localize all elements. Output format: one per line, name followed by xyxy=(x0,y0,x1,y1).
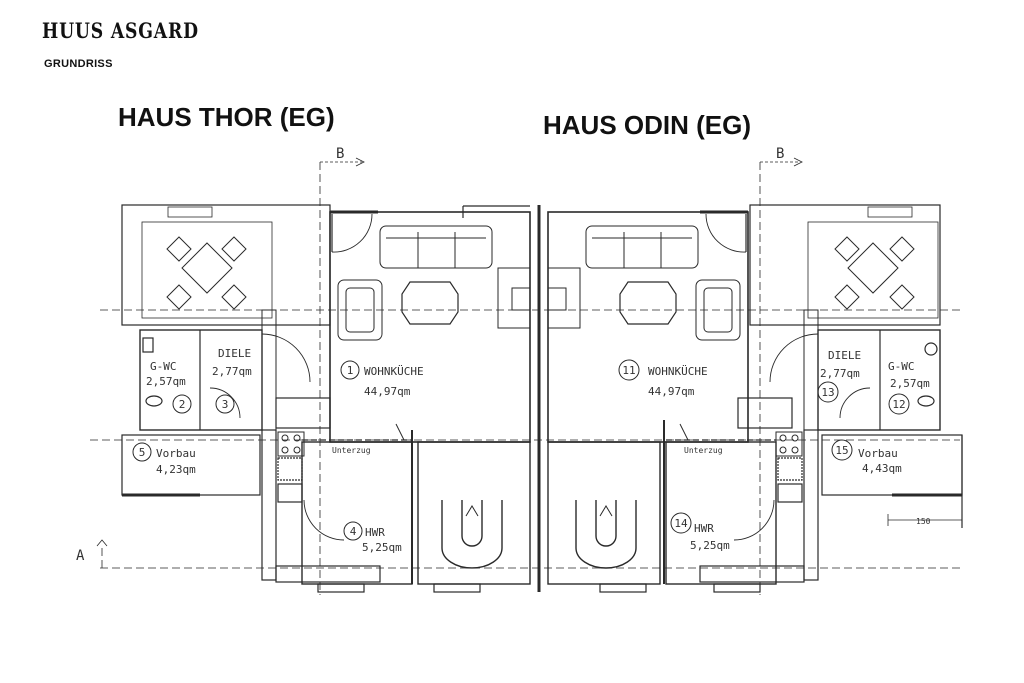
stair-icon xyxy=(575,500,637,569)
counter xyxy=(737,397,793,429)
room-name: DIELE xyxy=(828,349,861,362)
window xyxy=(167,206,213,218)
room-number: 4 xyxy=(350,525,357,538)
armchair-icon xyxy=(547,267,581,329)
stair-area xyxy=(417,441,531,585)
room-number-circle xyxy=(831,439,853,461)
section-mark-b: B xyxy=(336,146,344,162)
terrace-outline xyxy=(749,204,941,326)
room-name: HWR xyxy=(365,526,385,539)
wohnkueche-walls xyxy=(547,211,749,443)
dining-table-icon xyxy=(834,236,915,310)
room-area: 2,77qm xyxy=(820,367,860,380)
room-number-circle xyxy=(215,394,235,414)
door-swing xyxy=(261,333,311,383)
room-number-circle xyxy=(888,393,910,415)
room-name: Vorbau xyxy=(858,447,898,460)
room-number-circle xyxy=(817,381,839,403)
room-area: 5,25qm xyxy=(690,539,730,552)
room-number: 14 xyxy=(674,517,688,530)
room-number: 13 xyxy=(821,386,834,399)
coffee-table-icon xyxy=(619,281,677,325)
armchair-icon xyxy=(497,267,531,329)
room-area: 2,77qm xyxy=(212,365,252,378)
room-number: 11 xyxy=(622,364,635,377)
room-name: HWR xyxy=(694,522,714,535)
section-mark-b: B xyxy=(776,146,784,162)
room-number: 2 xyxy=(179,398,186,411)
haus-odin-title: HAUS ODIN (EG) xyxy=(543,110,751,140)
room-area: 5,25qm xyxy=(362,541,402,554)
window xyxy=(867,206,913,218)
room-number: 5 xyxy=(139,446,146,459)
brand-logo: HUUS ASGARD xyxy=(42,18,199,43)
terrace-outline xyxy=(121,204,331,326)
room-number-circle xyxy=(343,521,363,541)
room-number-circle xyxy=(172,394,192,414)
door-swing xyxy=(769,333,819,383)
stair-area xyxy=(547,441,661,585)
room-name: WOHNKÜCHE xyxy=(648,365,708,378)
room-number-circle xyxy=(132,442,152,462)
stair-icon xyxy=(441,500,503,569)
sofa-icon xyxy=(585,225,699,269)
beam-label: Unterzug xyxy=(684,446,723,455)
door-swing xyxy=(839,387,871,419)
toilet-icon xyxy=(145,395,163,407)
room-area: 44,97qm xyxy=(648,385,695,398)
room-area: 4,43qm xyxy=(862,462,902,475)
room-number: 15 xyxy=(835,444,848,457)
section-lines xyxy=(90,162,962,595)
beam-label: Unterzug xyxy=(332,446,371,455)
room-name: DIELE xyxy=(218,347,251,360)
room-number: 3 xyxy=(222,398,229,411)
room-area: 44,97qm xyxy=(364,385,411,398)
room-number-circle xyxy=(340,360,360,380)
room-name: G-WC xyxy=(150,360,177,373)
sink-icon xyxy=(924,342,938,356)
terrace-inner xyxy=(807,221,939,319)
door-swing xyxy=(303,499,345,541)
room-area: 2,57qm xyxy=(890,377,930,390)
hwr-walls xyxy=(301,441,413,585)
door-swing xyxy=(331,213,373,253)
room-number: 12 xyxy=(892,398,905,411)
sofa-icon xyxy=(379,225,493,269)
door-swing xyxy=(733,499,775,541)
section-mark-a: A xyxy=(76,548,85,564)
stove-icon xyxy=(277,431,305,457)
room-number-circle xyxy=(618,359,640,381)
dimension-label: 150 xyxy=(916,517,931,526)
haus-thor-title: HAUS THOR (EG) xyxy=(118,102,335,132)
counter xyxy=(275,397,331,429)
coffee-table-icon xyxy=(401,281,459,325)
door-swing xyxy=(705,213,747,253)
sink-icon xyxy=(142,337,154,353)
wohnkueche-walls xyxy=(329,211,531,443)
room-number-circle xyxy=(670,512,692,534)
terrace-inner xyxy=(141,221,273,319)
dining-table-icon xyxy=(166,236,247,310)
page-subtitle: GRUNDRISS xyxy=(44,58,113,70)
room-name: Vorbau xyxy=(156,447,196,460)
room-area: 2,57qm xyxy=(146,375,186,388)
room-name: WOHNKÜCHE xyxy=(364,365,424,378)
haus-odin-plan xyxy=(547,204,963,593)
room-number: 1 xyxy=(347,364,354,377)
room-area: 4,23qm xyxy=(156,463,196,476)
room-name: G-WC xyxy=(888,360,915,373)
stove-icon xyxy=(775,431,803,457)
toilet-icon xyxy=(917,395,935,407)
